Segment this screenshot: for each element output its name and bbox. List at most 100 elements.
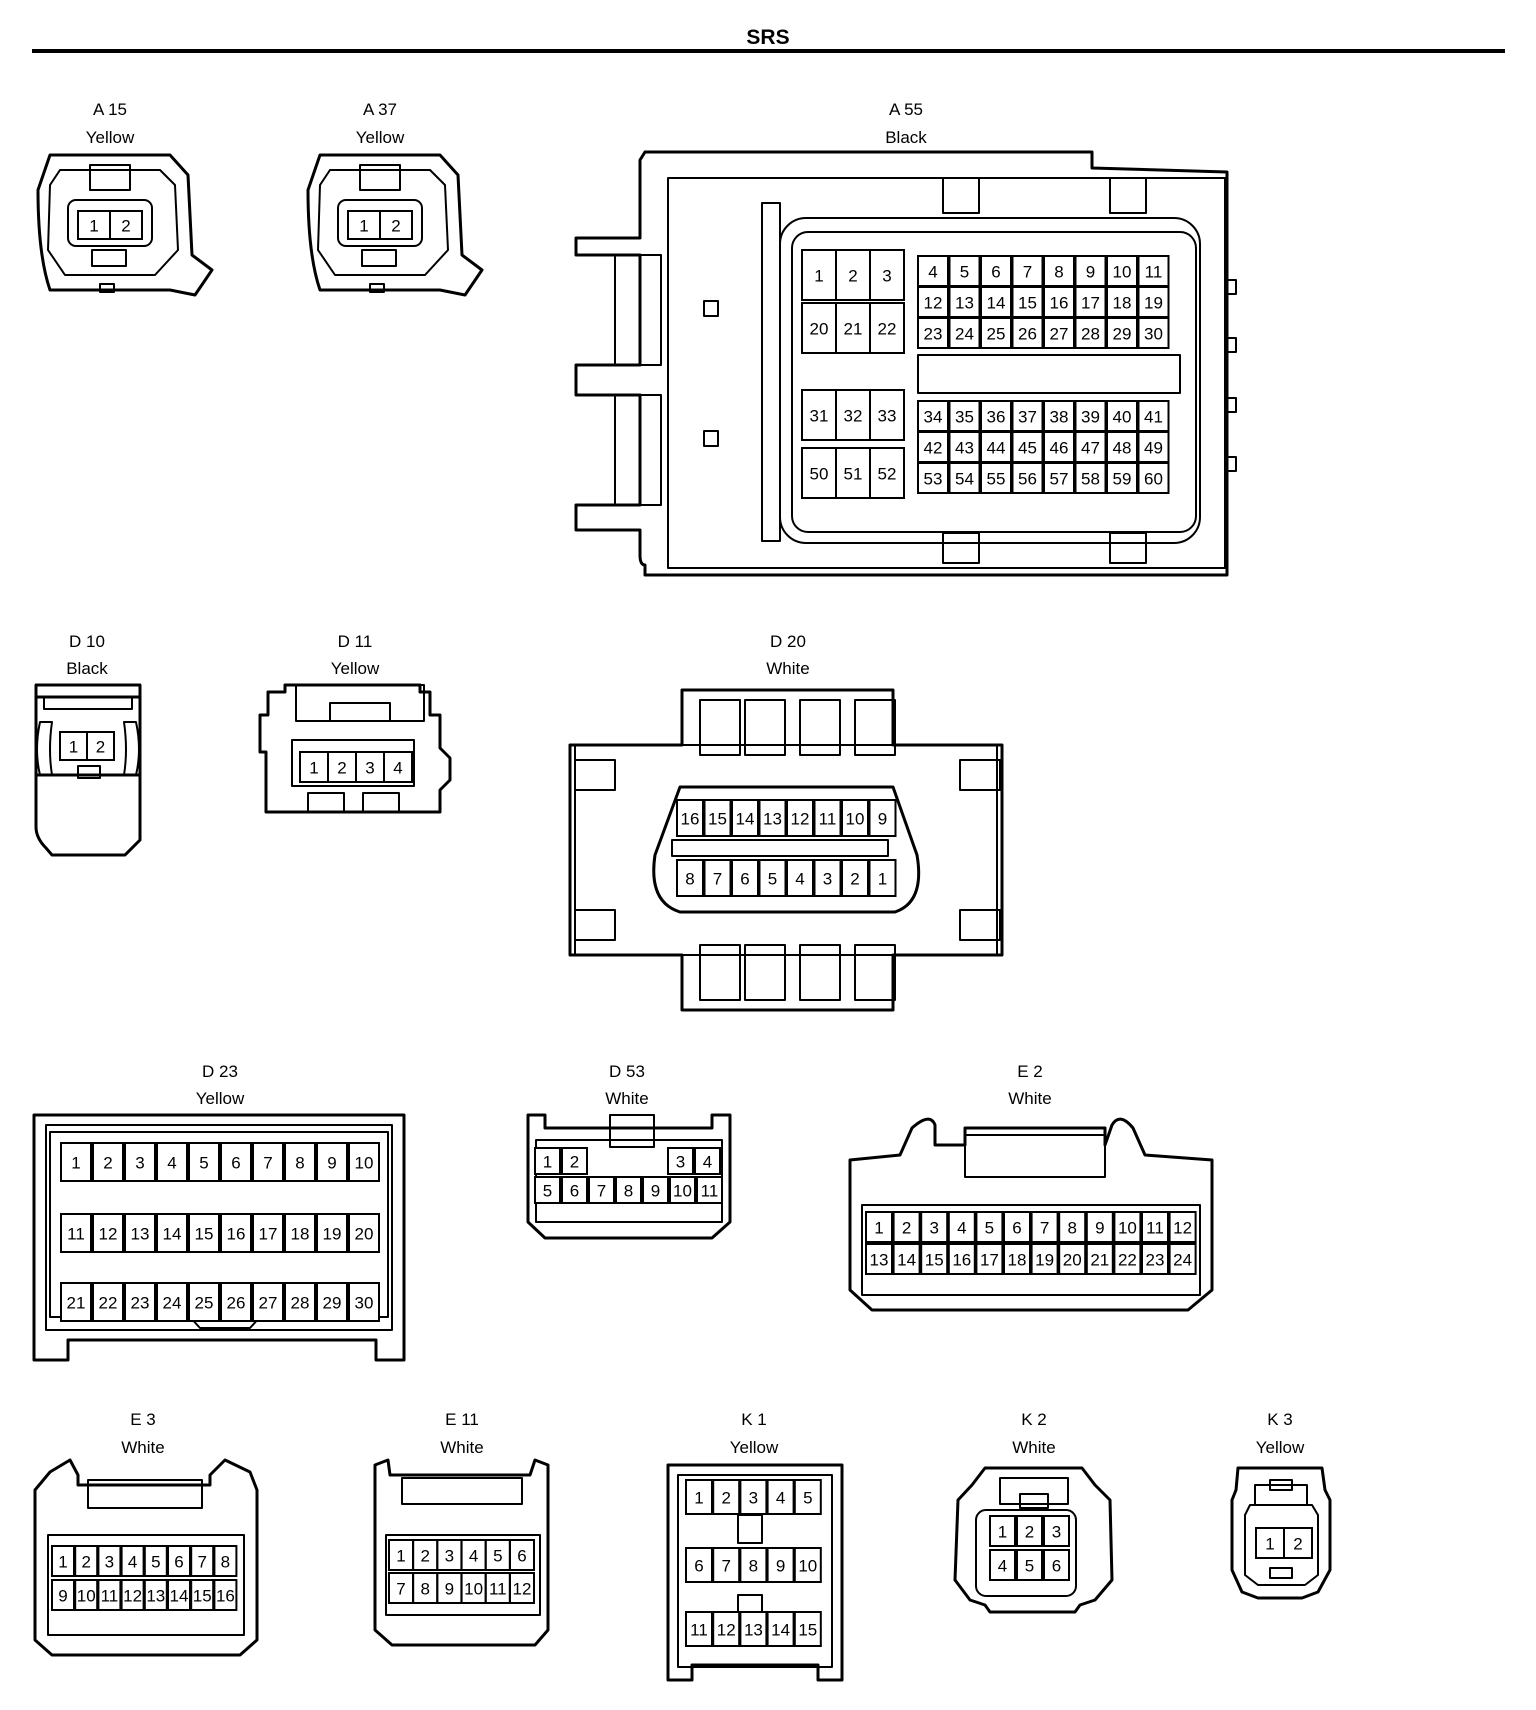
housing-k3 [1230,1466,1332,1600]
pin-number: 24 [1173,1251,1192,1270]
top-clip [744,699,786,756]
pin-number: 4 [998,1557,1007,1576]
pin-number: 20 [810,320,829,339]
latch [87,1479,203,1509]
pin-e3-3: 3 [97,1545,122,1577]
connector-color-k2: White [1012,1438,1055,1457]
pin-d20-5: 5 [758,859,787,897]
pin-a55-20: 20 [801,302,837,354]
connector-label-a37: A 37 [363,100,397,119]
pin-number: 7 [396,1580,405,1599]
pin-d23-2: 2 [92,1142,124,1182]
pin-number: 19 [1035,1251,1054,1270]
pin-k1-1: 1 [685,1479,713,1515]
pin-d23-18: 18 [284,1213,316,1253]
pin-number: 6 [517,1547,526,1566]
pin-a55-33: 33 [869,389,905,441]
center-divider [917,354,1181,394]
pin-number: 25 [987,325,1006,344]
housing-k2 [953,1466,1114,1614]
latch [609,1114,655,1148]
pin-e3-13: 13 [143,1579,168,1611]
pin-number: 30 [355,1294,374,1313]
pin-number: 6 [570,1182,579,1201]
housing-inner [34,683,142,777]
pin-number: 8 [221,1553,230,1572]
pin-number: 12 [924,294,943,313]
pin-e11-5: 5 [484,1539,511,1571]
latch-tab [1019,1493,1049,1509]
pin-d20-9: 9 [868,799,897,837]
pin-k1-15: 15 [793,1611,822,1647]
pin-number: 3 [882,267,891,286]
pin-e2-7: 7 [1030,1211,1059,1243]
pin-number: 6 [1012,1219,1021,1238]
pin-e3-1: 1 [51,1545,75,1577]
pin-number: 5 [960,263,969,282]
pin-number: 16 [216,1587,235,1606]
latch-window [359,164,401,191]
pin-number: 6 [174,1553,183,1572]
pin-number: 1 [814,267,823,286]
pin-number: 26 [227,1294,246,1313]
pin-number: 7 [263,1154,272,1173]
pin-e3-8: 8 [213,1545,238,1577]
pin-e11-10: 10 [460,1572,487,1604]
pin-number: 11 [101,1587,119,1606]
pin-number: 9 [58,1587,67,1606]
pin-k2-4: 4 [989,1549,1016,1581]
pin-d23-30: 30 [348,1282,380,1322]
pin-e2-9: 9 [1085,1211,1114,1243]
housing-k1 [666,1463,844,1682]
pin-number: 1 [1265,1535,1274,1554]
pin-e2-18: 18 [1003,1243,1031,1275]
pin-a55-54: 54 [948,462,981,494]
pin-e2-11: 11 [1141,1211,1169,1243]
pin-a55-29: 29 [1106,317,1138,349]
connector-color-a55: Black [885,128,927,147]
pin-number: 2 [391,217,400,236]
pin-number: 21 [844,320,863,339]
pin-a55-60: 60 [1137,462,1170,494]
pin-number: 7 [1040,1219,1049,1238]
pin-number: 1 [878,870,887,889]
pin-d20-11: 11 [813,799,842,837]
lock-bar [761,202,781,542]
pin-number: 3 [105,1553,114,1572]
pin-number: 23 [1146,1251,1165,1270]
pin-e2-14: 14 [892,1243,921,1275]
cavity-inner [791,231,1197,533]
pin-a55-38: 38 [1043,400,1075,432]
pin-number: 36 [987,408,1006,427]
pin-number: 42 [924,439,943,458]
pin-number: 2 [121,217,130,236]
pin-number: 1 [58,1553,67,1572]
top-tab [1109,177,1147,214]
pin-a55-53: 53 [917,462,949,494]
pin-d23-13: 13 [124,1213,156,1253]
pin-k2-5: 5 [1016,1549,1043,1581]
pin-number: 9 [445,1580,454,1599]
pin-number: 2 [721,1489,730,1508]
pin-d11-4: 4 [383,751,413,783]
pin-e3-4: 4 [120,1545,145,1577]
pin-number: 17 [259,1225,278,1244]
pin-number: 10 [798,1557,817,1576]
pin-number: 51 [844,465,863,484]
pin-number: 40 [1113,408,1132,427]
pin-number: 26 [1018,325,1037,344]
connector-color-k3: Yellow [1256,1438,1305,1457]
pin-number: 54 [955,470,974,489]
pin-number: 10 [673,1182,692,1201]
pin-d20-6: 6 [731,859,759,897]
pin-number: 5 [768,870,777,889]
pin-number: 31 [810,407,829,426]
pin-number: 5 [1025,1557,1034,1576]
pin-a55-49: 49 [1137,431,1170,463]
pin-a55-12: 12 [917,286,949,318]
pin-number: 46 [1050,439,1069,458]
connector-outlines [32,150,1332,1682]
connector-color-a37: Yellow [356,128,405,147]
pin-a55-25: 25 [980,317,1012,349]
